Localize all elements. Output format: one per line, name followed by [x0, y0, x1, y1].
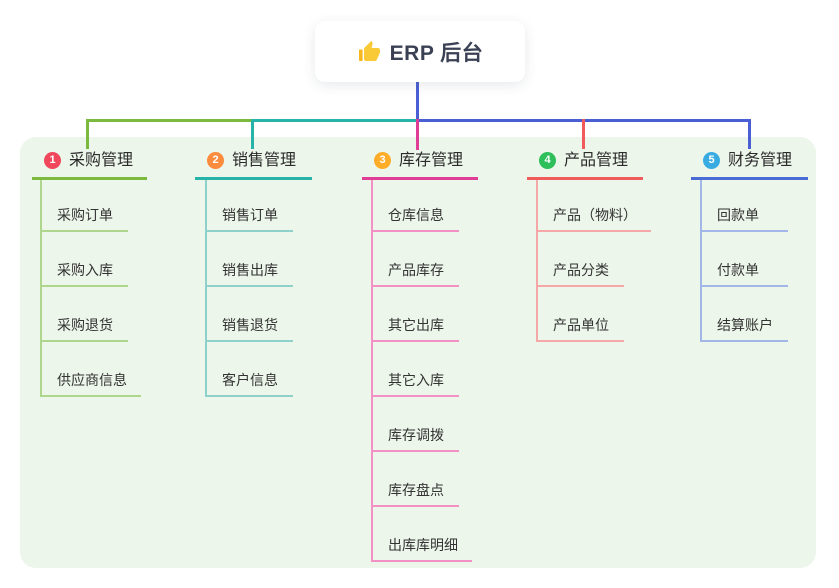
- branch-spine-finance: [700, 180, 702, 342]
- branch-header-finance[interactable]: 5 财务管理: [691, 151, 808, 180]
- branch-spine-purchase: [40, 180, 42, 397]
- branch-label: 产品管理: [564, 152, 629, 169]
- node-sales-outbound[interactable]: 销售出库: [205, 262, 293, 287]
- connector-drop-finance: [748, 119, 751, 149]
- node-stock-transfer[interactable]: 库存调拨: [371, 427, 459, 452]
- node-sales-return[interactable]: 销售退货: [205, 317, 293, 342]
- root-node-erp[interactable]: ERP 后台: [315, 21, 525, 82]
- branch-number-badge: 5: [703, 152, 720, 169]
- connector-drop-purchase: [86, 119, 89, 149]
- node-stock-count[interactable]: 库存盘点: [371, 482, 459, 507]
- connector-bus-green: [86, 119, 254, 122]
- connector-drop-sales: [251, 119, 254, 149]
- branch-header-inventory[interactable]: 3 库存管理: [362, 151, 478, 180]
- branch-number-badge: 4: [539, 152, 556, 169]
- branch-spine-sales: [205, 180, 207, 397]
- node-supplier-info[interactable]: 供应商信息: [40, 372, 141, 397]
- branch-label: 财务管理: [728, 152, 793, 169]
- branch-number-badge: 1: [44, 152, 61, 169]
- node-other-outbound[interactable]: 其它出库: [371, 317, 459, 342]
- branch-label: 采购管理: [69, 152, 134, 169]
- connector-root: [416, 82, 419, 122]
- node-purchase-inbound[interactable]: 采购入库: [40, 262, 128, 287]
- branch-header-purchase[interactable]: 1 采购管理: [32, 151, 147, 180]
- node-purchase-order[interactable]: 采购订单: [40, 207, 128, 232]
- node-product-category[interactable]: 产品分类: [536, 262, 624, 287]
- branch-label: 销售管理: [232, 152, 297, 169]
- node-other-inbound[interactable]: 其它入库: [371, 372, 459, 397]
- node-receipt-bill[interactable]: 回款单: [700, 207, 788, 232]
- node-sales-order[interactable]: 销售订单: [205, 207, 293, 232]
- branch-spine-inventory: [371, 180, 373, 562]
- branch-spine-product: [536, 180, 538, 342]
- branch-header-product[interactable]: 4 产品管理: [527, 151, 643, 180]
- branch-header-sales[interactable]: 2 销售管理: [195, 151, 312, 180]
- node-product-unit[interactable]: 产品单位: [536, 317, 624, 342]
- branch-number-badge: 2: [207, 152, 224, 169]
- node-settle-account[interactable]: 结算账户: [700, 317, 788, 342]
- node-purchase-return[interactable]: 采购退货: [40, 317, 128, 342]
- node-payment-bill[interactable]: 付款单: [700, 262, 788, 287]
- branch-number-badge: 3: [374, 152, 391, 169]
- node-outbound-detail[interactable]: 出库库明细: [371, 537, 472, 562]
- branch-label: 库存管理: [399, 152, 464, 169]
- branches-background-panel: [20, 137, 816, 568]
- node-product-material[interactable]: 产品（物料）: [536, 207, 651, 232]
- node-warehouse-info[interactable]: 仓库信息: [371, 207, 459, 232]
- thumbs-up-icon: [357, 40, 381, 64]
- root-title: ERP 后台: [389, 41, 484, 65]
- connector-drop-product: [582, 119, 585, 149]
- connector-bus-teal: [251, 119, 419, 122]
- node-product-stock[interactable]: 产品库存: [371, 262, 459, 287]
- connector-drop-inventory: [416, 119, 419, 150]
- node-customer-info[interactable]: 客户信息: [205, 372, 293, 397]
